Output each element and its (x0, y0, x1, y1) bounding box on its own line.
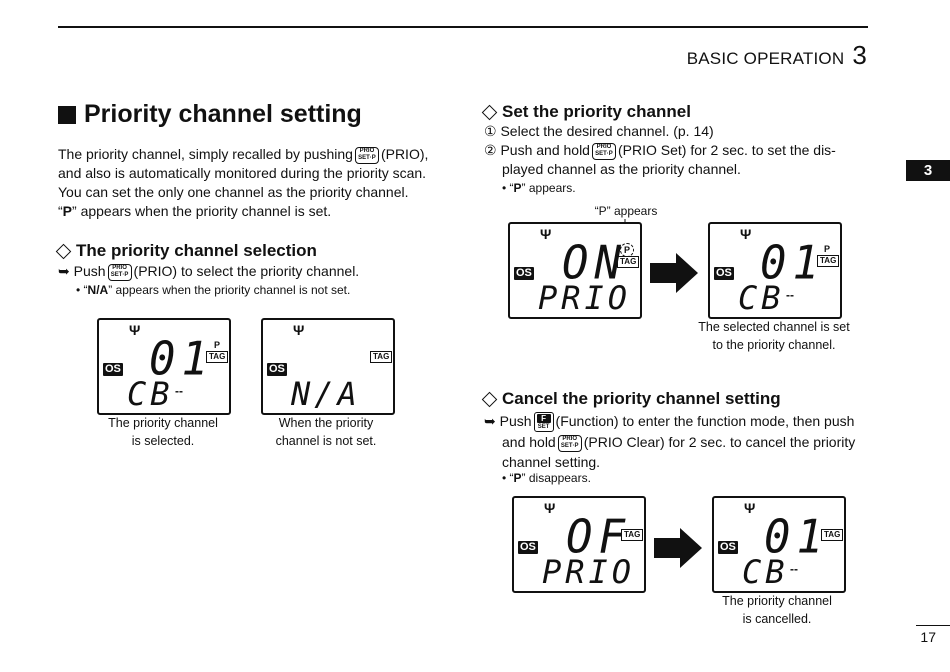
intro-line-3: You can set the only one channel as the … (58, 184, 409, 200)
p-disappears-note: • “P” disappears. (502, 471, 591, 485)
p-indicator: P (214, 340, 221, 350)
intro-line-4: ” appears when the priority channel is s… (72, 203, 332, 219)
page-title-text: Priority channel setting (84, 100, 362, 128)
lcd-of-text: OF (566, 510, 631, 565)
top-rule (58, 26, 868, 28)
os-indicator: OS (514, 267, 534, 280)
tag-indicator: TAG (821, 529, 844, 541)
lcd-channel-number: 01 (149, 332, 214, 387)
lcd-na-text: N/A (291, 375, 361, 413)
page-number: 17 (920, 629, 936, 645)
intro-paragraph: The priority channel, simply recalled by… (58, 145, 448, 221)
antenna-icon: Ψ (293, 322, 305, 338)
tag-indicator: TAG (206, 351, 229, 363)
section-header: BASIC OPERATION 3 (687, 40, 867, 71)
intro-line-2: and also is automatically monitored duri… (58, 165, 427, 181)
section-title: BASIC OPERATION (686, 49, 845, 68)
diamond-bullet-icon (55, 243, 72, 259)
side-tab: 3 (906, 160, 950, 181)
square-bullet-icon (58, 105, 76, 124)
tag-indicator: TAG (817, 255, 840, 267)
antenna-icon: Ψ (129, 322, 141, 338)
selection-heading-text: The priority channel selection (76, 241, 317, 260)
lcd-display-on-prio: Ψ P TAG OS ON PRIO (508, 222, 642, 319)
antenna-icon: Ψ (744, 500, 756, 516)
lcd-channel-group: CB (738, 279, 785, 317)
lcd-dash: -- (175, 384, 183, 398)
tag-indicator: TAG (621, 529, 644, 541)
set-heading-text: Set the priority channel (502, 102, 691, 121)
p-appears-callout: “P” appears (594, 204, 658, 218)
page-title: Priority channel setting (58, 100, 362, 129)
antenna-icon: Ψ (540, 226, 552, 242)
right-arrow-icon (650, 253, 698, 293)
lcd-on-text: ON (562, 236, 627, 291)
lcd-display-priority-cancelled: Ψ TAG OS 01 CB -- (712, 496, 846, 593)
cancel-heading: Cancel the priority channel setting (481, 389, 781, 409)
os-indicator: OS (714, 267, 734, 280)
lcd-prio-text: PRIO (538, 279, 632, 317)
arrow-bullet-icon: ➥ (484, 413, 496, 429)
lcd-display-off-prio: Ψ TAG OS OF PRIO (512, 496, 646, 593)
cancel-heading-text: Cancel the priority channel setting (502, 389, 781, 408)
tag-indicator: TAG (370, 351, 393, 363)
set-heading: Set the priority channel (481, 102, 691, 122)
right-arrow-icon (654, 528, 702, 568)
intro-line-1: The priority channel, simply recalled by… (58, 146, 353, 162)
lcd-dash: -- (786, 288, 794, 302)
lcd-channel-number: 01 (760, 236, 825, 291)
lcd-display-priority-set: Ψ P TAG OS 01 CB -- (708, 222, 842, 319)
tag-indicator: TAG (617, 256, 640, 268)
step-2-marker: ② (484, 142, 497, 158)
antenna-icon: Ψ (740, 226, 752, 242)
os-indicator: OS (718, 541, 738, 554)
step-1-marker: ① (484, 123, 497, 139)
arrow-bullet-icon: ➥ (58, 263, 70, 279)
os-indicator: OS (103, 363, 123, 376)
lcd-display-selected: Ψ P TAG OS 01 CB -- (97, 318, 231, 415)
na-symbol: N/A (87, 283, 109, 297)
lcd-channel-group: CB (127, 375, 174, 413)
p-indicator: P (824, 244, 831, 254)
lcd-display-not-set: Ψ TAG OS N/A (261, 318, 395, 415)
os-indicator: OS (518, 541, 538, 554)
lcd-channel-number: 01 (764, 510, 829, 565)
section-number: 3 (852, 40, 867, 70)
diamond-bullet-icon (481, 391, 498, 407)
set-step-1: ① Select the desired channel. (p. 14) (484, 123, 714, 139)
selection-heading: The priority channel selection (55, 241, 317, 261)
intro-line-1b: (PRIO), (380, 146, 429, 162)
antenna-icon: Ψ (544, 500, 556, 516)
diamond-bullet-icon (481, 104, 498, 120)
na-note: • “N/A” appears when the priority channe… (76, 283, 351, 297)
page-number-rule (916, 625, 950, 626)
p-symbol: P (62, 203, 73, 219)
p-appears-note: • “P” appears. (502, 181, 576, 195)
lcd-prio-text: PRIO (542, 553, 636, 591)
lcd-channel-group: CB (742, 553, 789, 591)
lcd-dash: -- (790, 562, 798, 576)
os-indicator: OS (267, 363, 287, 376)
